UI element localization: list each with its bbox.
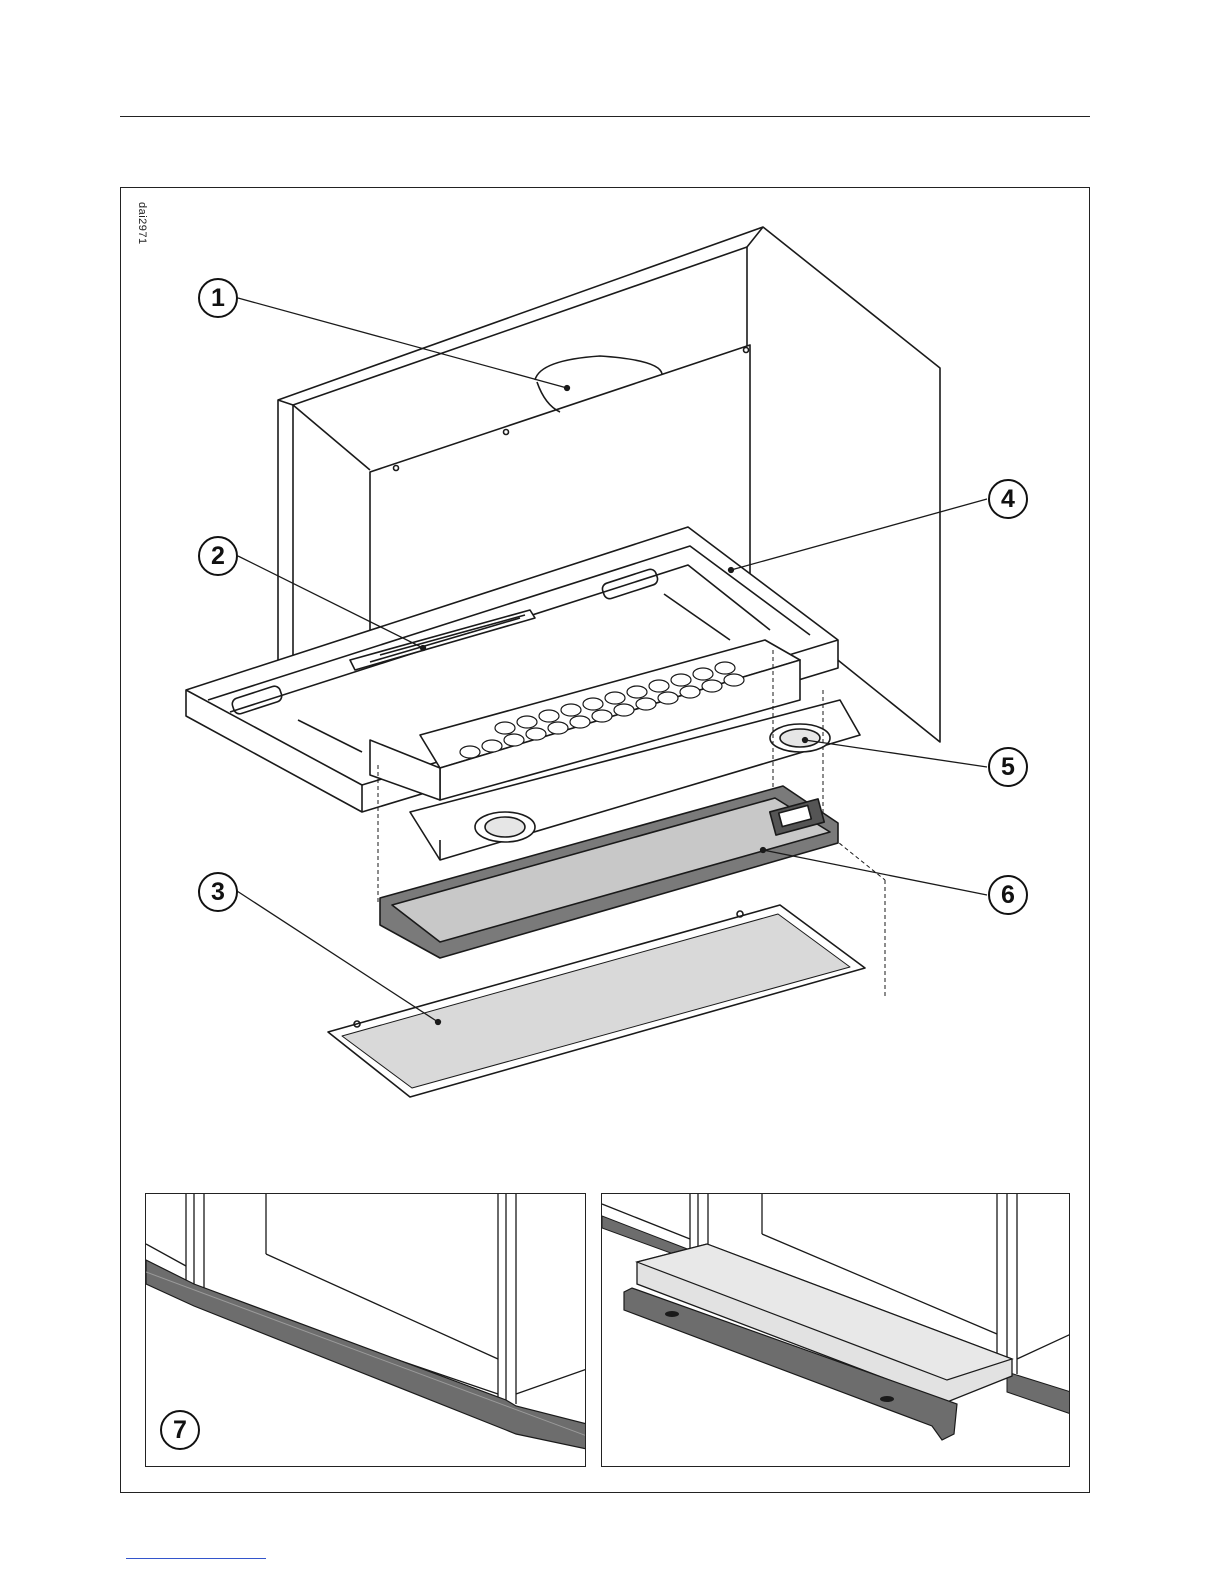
callout-2: 2 xyxy=(198,536,238,576)
open-cabinet-illustration xyxy=(602,1194,1070,1467)
callout-5: 5 xyxy=(988,747,1028,787)
callout-7: 7 xyxy=(160,1410,200,1450)
footer-link-underline xyxy=(126,1558,266,1559)
callout-6: 6 xyxy=(988,875,1028,915)
callout-4: 4 xyxy=(988,479,1028,519)
panel-extractor-closed: 7 xyxy=(145,1193,586,1467)
callout-1: 1 xyxy=(198,278,238,318)
panel-extractor-open xyxy=(601,1193,1070,1467)
closed-cabinet-illustration xyxy=(146,1194,586,1467)
callout-3: 3 xyxy=(198,872,238,912)
